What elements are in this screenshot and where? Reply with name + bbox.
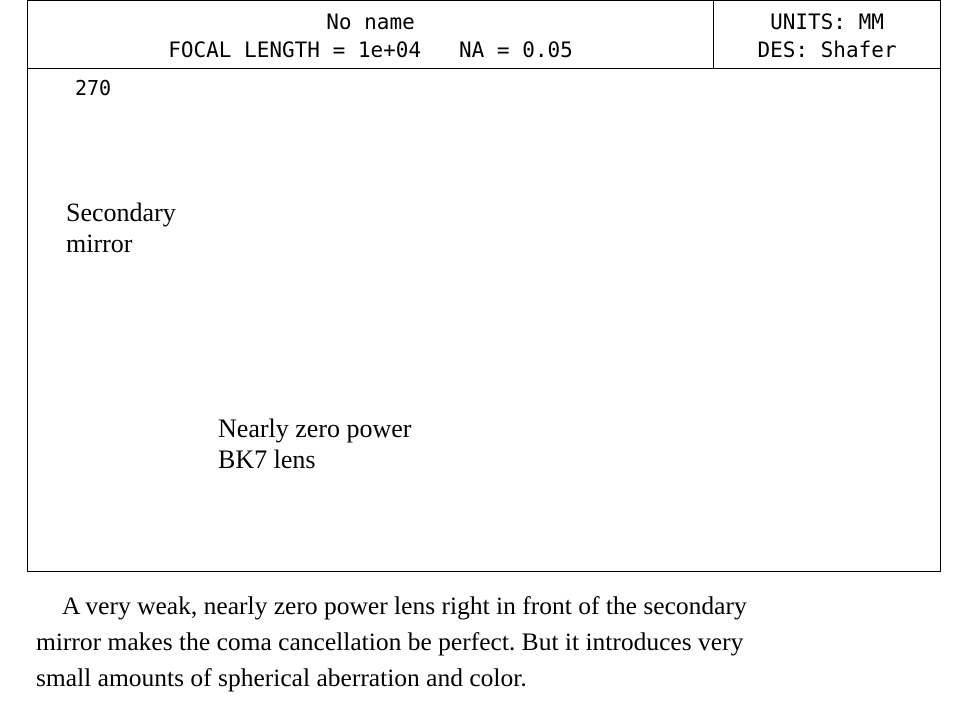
- header-units-block: UNITS: MM DES: Shafer: [714, 1, 940, 69]
- callout-secondary-line2: mirror: [66, 229, 133, 258]
- units-label: UNITS: MM: [770, 10, 884, 34]
- caption-line-3: small amounts of spherical aberration an…: [36, 663, 527, 692]
- design-title: No name: [326, 10, 415, 34]
- callout-lens-line2: BK7 lens: [218, 445, 316, 474]
- scale-bar-label: 270: [74, 76, 112, 100]
- design-specs: FOCAL LENGTH = 1e+04 NA = 0.05: [168, 38, 573, 62]
- slide-caption: A very weak, nearly zero power lens righ…: [36, 588, 936, 696]
- callout-secondary-line1: Secondary: [66, 198, 176, 227]
- caption-line-1: A very weak, nearly zero power lens righ…: [62, 591, 747, 620]
- callout-secondary-mirror: Secondary mirror: [66, 197, 176, 259]
- callout-lens-line1: Nearly zero power: [218, 414, 412, 443]
- callout-bk7-lens: Nearly zero power BK7 lens: [218, 413, 411, 475]
- header-title-block: No name FOCAL LENGTH = 1e+04 NA = 0.05: [28, 1, 714, 69]
- caption-line-2: mirror makes the coma cancellation be pe…: [36, 627, 744, 656]
- lens-design-frame: No name FOCAL LENGTH = 1e+04 NA = 0.05 U…: [27, 0, 941, 572]
- designer-label: DES: Shafer: [757, 38, 897, 62]
